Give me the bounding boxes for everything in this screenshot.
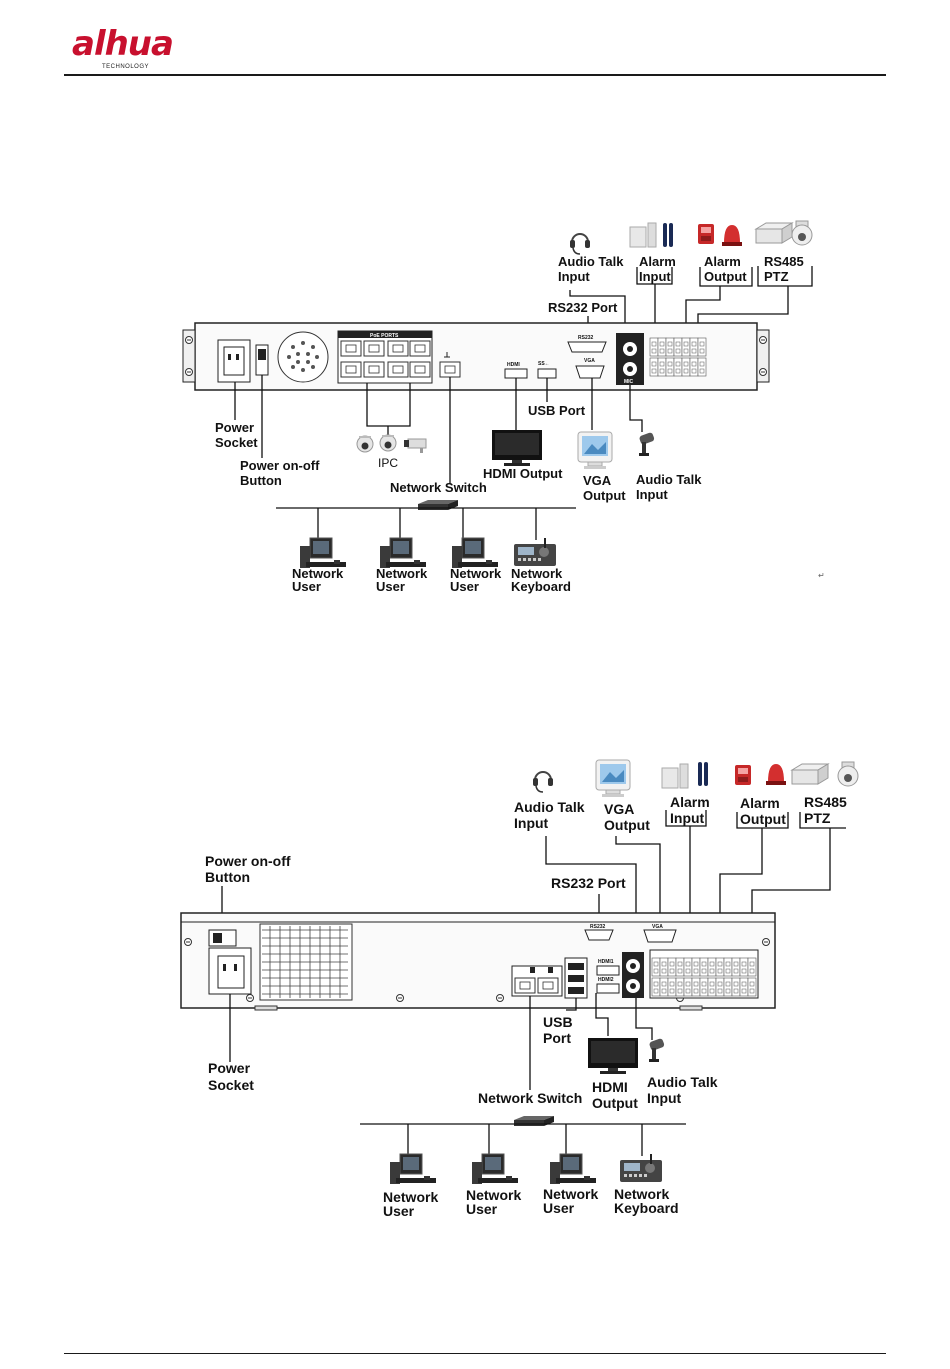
- svg-text:VGA: VGA: [652, 924, 663, 930]
- label-alarm-input: Alarm Input: [670, 794, 714, 826]
- label-network-switch: Network Switch: [390, 480, 487, 495]
- header-rule: [64, 74, 886, 76]
- return-mark: ↵: [818, 571, 825, 580]
- network-user-pc-icon: [379, 537, 427, 569]
- footer-rule: [64, 1353, 886, 1354]
- network-keyboard-icon: [514, 538, 556, 566]
- label-hdmi-output: HDMI Output: [592, 1079, 638, 1111]
- ptz-decoder-icon: [755, 222, 793, 244]
- hdmi-monitor-icon: [588, 1038, 638, 1074]
- svg-text:HDMI: HDMI: [507, 362, 520, 368]
- svg-text:HDMI1: HDMI1: [598, 959, 614, 965]
- label-usb-port: USB Port: [528, 403, 586, 418]
- hdmi-port: [596, 983, 620, 994]
- power-socket: [217, 339, 251, 383]
- pir-sensor-icon: [663, 223, 673, 247]
- ptz-decoder-icon: [791, 763, 829, 785]
- alarm-sensor-icon: [629, 222, 657, 248]
- label-alarm-output: Alarm Output: [704, 254, 747, 284]
- ipc-camera-icon: [403, 438, 427, 454]
- alarm-sensor-icon: [661, 763, 689, 789]
- hdmi-monitor-icon: [492, 430, 542, 466]
- vga-monitor-icon: [577, 431, 613, 470]
- vga-connector: [575, 365, 605, 379]
- power-socket: [208, 947, 252, 995]
- rs232-connector: [567, 341, 607, 353]
- strobe-light-icon: [722, 225, 742, 246]
- label-rs485-ptz: RS485 PTZ: [804, 794, 851, 826]
- fan-grille: [277, 331, 329, 383]
- alarm-terminal-block: [649, 949, 759, 999]
- svg-text:PoE PORTS: PoE PORTS: [370, 333, 399, 339]
- svg-text:HDMI2: HDMI2: [598, 977, 614, 983]
- hdmi-port: [504, 368, 528, 379]
- label-alarm-input: Alarm Input: [639, 254, 679, 284]
- usb-port: [537, 368, 557, 379]
- ptz-dome-icon: [837, 761, 859, 787]
- network-user-pc-icon: [549, 1153, 597, 1185]
- label-power-button: Power on-off Button: [205, 853, 294, 885]
- label-usb-port: USB Port: [543, 1014, 576, 1046]
- siren-icon: [698, 224, 714, 244]
- network-keyboard-icon: [620, 1154, 662, 1182]
- svg-text:SS←: SS←: [538, 361, 550, 367]
- audio-io-block: [616, 333, 644, 385]
- headset-icon: [569, 233, 591, 255]
- label-audio-talk-input-bottom: Audio Talk Input: [636, 472, 705, 502]
- label-audio-talk-input-top: Audio Talk Input: [558, 254, 627, 284]
- vga-connector: [643, 929, 677, 943]
- headset-icon: [532, 771, 554, 793]
- ipc-camera-icon: [379, 434, 397, 452]
- microphone-icon: [648, 1037, 665, 1062]
- label-alarm-output: Alarm Output: [740, 795, 786, 827]
- svg-text:RS232: RS232: [590, 924, 606, 930]
- rs232-connector: [584, 929, 614, 941]
- hdmi-port: [596, 965, 620, 976]
- label-power-socket: Power Socket: [208, 1060, 254, 1093]
- network-user-pc-icon: [471, 1153, 519, 1185]
- diagram-2: Audio Talk Input VGA Output Alarm Input …: [180, 759, 859, 1219]
- svg-text:RS232: RS232: [578, 335, 594, 341]
- microphone-icon: [638, 431, 655, 456]
- label-hdmi-output: HDMI Output: [483, 466, 563, 481]
- siren-icon: [735, 765, 751, 785]
- svg-text:VGA: VGA: [584, 358, 595, 364]
- label-vga-output: VGA Output: [583, 473, 626, 503]
- label-audio-talk-input-bottom: Audio Talk Input: [647, 1074, 721, 1106]
- label-ipc: IPC: [378, 456, 398, 470]
- ipc-camera-icon: [356, 435, 374, 453]
- label-rs232-port: RS232 Port: [548, 300, 618, 315]
- label-audio-talk-input-top: Audio Talk Input: [514, 799, 588, 831]
- label-network-switch: Network Switch: [478, 1090, 582, 1106]
- ethernet-port: [439, 361, 461, 378]
- label-vga-output: VGA Output: [604, 801, 650, 833]
- network-user-pc-icon: [389, 1153, 437, 1185]
- network-user-pc-icon: [299, 537, 347, 569]
- pir-sensor-icon: [698, 762, 708, 786]
- network-user-pc-icon: [451, 537, 499, 569]
- svg-text:MIC: MIC: [624, 379, 634, 385]
- brand-subtitle: TECHNOLOGY: [102, 64, 150, 70]
- brand-wordmark: alhua: [72, 24, 174, 64]
- strobe-light-icon: [766, 764, 786, 785]
- brand-logo: alhua TECHNOLOGY: [72, 24, 174, 70]
- label-power-button: Power on-off Button: [240, 458, 323, 488]
- label-power-socket: Power Socket: [215, 420, 258, 450]
- vga-monitor-icon: [595, 759, 631, 798]
- ptz-dome-icon: [791, 220, 813, 246]
- diagram-1: Audio Talk Input Alarm Input Alarm Outpu…: [182, 220, 825, 594]
- label-rs232-port: RS232 Port: [551, 875, 626, 891]
- label-rs485-ptz: RS485 PTZ: [764, 254, 807, 284]
